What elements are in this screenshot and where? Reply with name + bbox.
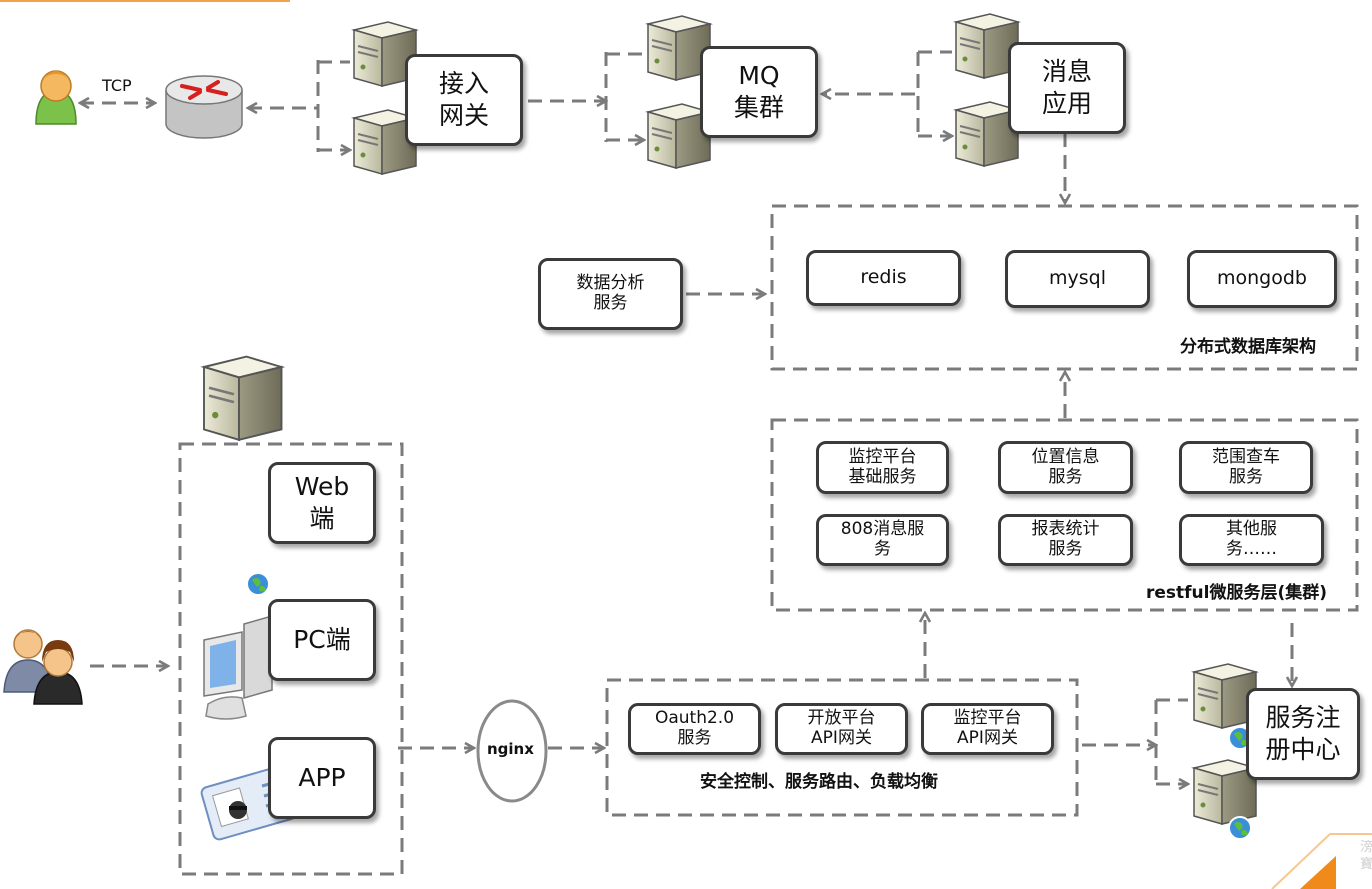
db-item-redis: redis <box>806 250 961 306</box>
api-item-open-platform: 开放平台 API网关 <box>775 703 908 755</box>
microservice-layer-container <box>770 418 1359 612</box>
user-icon <box>35 70 77 125</box>
micro-item-location: 位置信息 服务 <box>998 441 1133 494</box>
db-item-mongodb: mongodb <box>1187 250 1337 308</box>
micro-item-other: 其他服 务…… <box>1179 514 1324 566</box>
message-app-box: 消息 应用 <box>1008 42 1126 134</box>
mq-cluster-box: MQ 集群 <box>700 46 818 138</box>
logo-mark <box>1271 833 1372 889</box>
users-icon <box>3 629 83 705</box>
db-item-mysql: mysql <box>1005 250 1150 308</box>
db-layer-caption: 分布式数据库架构 <box>1180 337 1316 357</box>
microservice-layer-caption: restful微服务层(集群) <box>1146 583 1328 603</box>
nginx-node <box>476 699 548 803</box>
micro-item-808-message: 808消息服 务 <box>816 514 949 566</box>
analytics-service-box: 数据分析 服务 <box>538 258 683 330</box>
db-layer-container <box>770 204 1359 371</box>
router-icon <box>165 75 243 139</box>
web-client-box: Web 端 <box>268 462 376 544</box>
micro-item-area-search: 范围查车 服务 <box>1179 441 1313 494</box>
service-registry-box: 服务注 册中心 <box>1246 688 1360 780</box>
pc-icon <box>203 615 273 720</box>
client-container <box>178 442 404 876</box>
micro-item-report: 报表统计 服务 <box>998 514 1133 566</box>
pc-client-box: PC端 <box>268 599 376 681</box>
api-item-oauth: Oauth2.0 服务 <box>628 703 761 755</box>
app-fork <box>916 50 952 138</box>
gateway-box: 接入 网关 <box>405 54 523 146</box>
gateway-fork <box>316 60 350 152</box>
api-layer-caption: 安全控制、服务路由、负载均衡 <box>700 772 938 792</box>
accent-bar <box>0 0 290 2</box>
api-layer-container <box>605 678 1079 817</box>
api-item-monitor-gateway: 监控平台 API网关 <box>921 703 1054 755</box>
mq-fork <box>604 52 644 142</box>
registry-fork <box>1154 698 1188 786</box>
app-client-box: APP <box>268 737 376 819</box>
tcp-label: TCP <box>102 76 132 95</box>
nginx-label: nginx <box>487 740 534 758</box>
micro-item-monitor-base: 监控平台 基础服务 <box>816 441 949 494</box>
watermark-text: 滂 寶 <box>1360 840 1372 872</box>
